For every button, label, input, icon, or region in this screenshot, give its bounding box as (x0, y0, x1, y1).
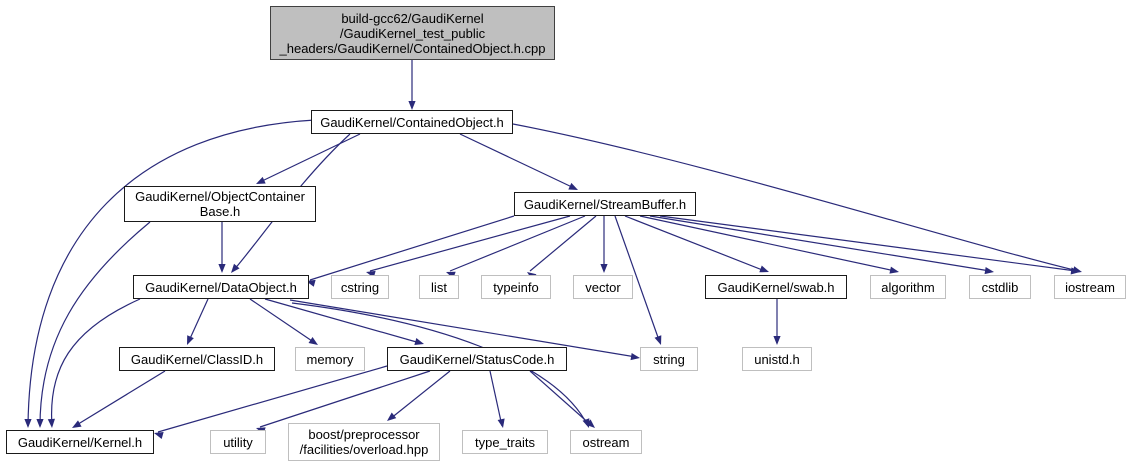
arrowhead-containedobject-to-dataobject (231, 263, 240, 273)
graph-node-label: GaudiKernel/ContainedObject.h (320, 114, 504, 130)
edge-objcontainer-to-kernel (39, 221, 151, 427)
graph-node-vector[interactable]: vector (573, 275, 633, 299)
arrowhead-streambuffer-to-swab (759, 265, 769, 273)
edge-streambuffer-to-list (449, 215, 586, 272)
graph-node-typetraits[interactable]: type_traits (462, 430, 548, 454)
graph-node-label: type_traits (475, 434, 535, 450)
edge-dataobject-to-classid (187, 298, 209, 344)
graph-node-label: ostream (582, 434, 630, 450)
graph-node-swab[interactable]: GaudiKernel/swab.h (705, 275, 847, 299)
graph-node-containedobject[interactable]: GaudiKernel/ContainedObject.h (311, 110, 513, 134)
graph-node-label: GaudiKernel/StatusCode.h (399, 351, 555, 367)
graph-node-cstdlib[interactable]: cstdlib (969, 275, 1031, 299)
graph-node-label: unistd.h (754, 351, 800, 367)
graph-node-label: cstdlib (981, 279, 1019, 295)
graph-node-classid[interactable]: GaudiKernel/ClassID.h (119, 347, 275, 371)
graph-node-root: build-gcc62/GaudiKernel /GaudiKernel_tes… (270, 6, 555, 60)
edge-containedobject-to-objcontainer (259, 133, 361, 183)
edge-statuscode-to-boost (389, 370, 451, 420)
graph-node-label: utility (223, 434, 253, 450)
graph-node-label: boost/preprocessor /facilities/overload.… (299, 427, 429, 457)
arrowhead-dataobject-to-classid (187, 335, 194, 345)
edge-containedobject-to-streambuffer (459, 133, 575, 189)
graph-node-label: vector (585, 279, 621, 295)
graph-node-dataobject[interactable]: GaudiKernel/DataObject.h (133, 275, 309, 299)
graph-node-string[interactable]: string (640, 347, 698, 371)
graph-node-label: typeinfo (493, 279, 539, 295)
graph-node-label: GaudiKernel/swab.h (717, 279, 835, 295)
edge-streambuffer-to-iostream (659, 215, 1077, 272)
edge-streambuffer-to-cstdlib (649, 215, 991, 272)
graph-node-streambuffer[interactable]: GaudiKernel/StreamBuffer.h (514, 192, 696, 216)
arrowhead-streambuffer-to-vector (600, 264, 608, 273)
graph-node-label: cstring (340, 279, 380, 295)
graph-node-label: algorithm (881, 279, 935, 295)
graph-node-label: memory (306, 351, 354, 367)
arrowhead-objcontainer-to-dataobject (218, 264, 226, 273)
graph-node-memory[interactable]: memory (295, 347, 365, 371)
graph-node-label: GaudiKernel/ObjectContainer Base.h (135, 189, 305, 219)
graph-node-label: GaudiKernel/Kernel.h (17, 434, 143, 450)
arrowhead-dataobject-to-ostream (582, 418, 590, 428)
arrowhead-dataobject-to-kernel (47, 418, 55, 428)
graph-node-utility[interactable]: utility (210, 430, 266, 454)
edge-streambuffer-to-typeinfo (529, 215, 597, 272)
graph-node-label: string (653, 351, 685, 367)
graph-node-label: GaudiKernel/StreamBuffer.h (523, 196, 687, 212)
arrowhead-swab-to-unistd (773, 336, 781, 345)
graph-node-objcontainer[interactable]: GaudiKernel/ObjectContainer Base.h (124, 186, 316, 222)
edge-containedobject-to-kernel (27, 119, 316, 427)
graph-node-label: build-gcc62/GaudiKernel /GaudiKernel_tes… (279, 10, 546, 56)
graph-node-typeinfo[interactable]: typeinfo (481, 275, 551, 299)
edge-statuscode-to-ostream (529, 370, 593, 427)
graph-node-label: iostream (1065, 279, 1115, 295)
graph-node-list[interactable]: list (419, 275, 459, 299)
graph-node-unistd[interactable]: unistd.h (742, 347, 812, 371)
edge-classid-to-kernel (74, 370, 166, 427)
edge-dataobject-to-memory (249, 298, 316, 344)
graph-node-algorithm[interactable]: algorithm (870, 275, 946, 299)
edge-streambuffer-to-cstring (369, 215, 571, 272)
arrowhead-root-to-containedobject (408, 101, 416, 110)
graph-node-statuscode[interactable]: GaudiKernel/StatusCode.h (387, 347, 567, 371)
graph-node-ostream[interactable]: ostream (570, 430, 642, 454)
arrowhead-objcontainer-to-kernel (36, 419, 44, 428)
arrowhead-streambuffer-to-string (654, 335, 662, 345)
graph-node-kernel[interactable]: GaudiKernel/Kernel.h (6, 430, 154, 454)
graph-node-iostream[interactable]: iostream (1054, 275, 1126, 299)
edge-dataobject-to-statuscode (264, 298, 421, 344)
graph-node-label: GaudiKernel/DataObject.h (145, 279, 297, 295)
graph-node-boost[interactable]: boost/preprocessor /facilities/overload.… (288, 423, 440, 461)
edge-statuscode-to-utility (259, 370, 431, 428)
graph-node-label: GaudiKernel/ClassID.h (130, 351, 264, 367)
edge-streambuffer-to-dataobject (309, 215, 515, 281)
arrowhead-containedobject-to-kernel (24, 419, 32, 428)
arrowhead-statuscode-to-kernel (154, 432, 164, 439)
arrowhead-statuscode-to-typetraits (497, 418, 505, 428)
graph-node-cstring[interactable]: cstring (331, 275, 389, 299)
graph-node-label: list (431, 279, 447, 295)
edge-statuscode-to-typetraits (489, 370, 503, 427)
edge-streambuffer-to-algorithm (639, 215, 896, 272)
edge-streambuffer-to-swab (624, 215, 766, 272)
